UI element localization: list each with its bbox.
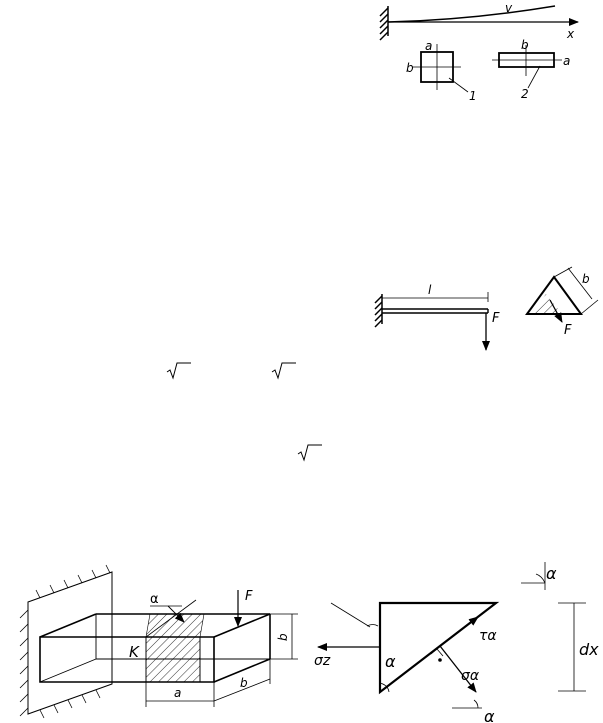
rect-number: 2 (521, 87, 529, 101)
sigma-alpha-label: σα (461, 668, 480, 684)
rect-right-label: a (563, 54, 570, 68)
alpha-top-label: α (546, 564, 557, 583)
alpha-label: α (150, 592, 159, 607)
rectangle-section: b a 2 (492, 38, 570, 101)
force-label: F (492, 311, 500, 326)
wall-support-mid (374, 294, 383, 328)
point-k-label: K (129, 643, 140, 661)
tau-label: τα (479, 628, 497, 644)
deflection-curve (387, 5, 556, 23)
dx-label: dx (579, 640, 599, 659)
triangle-force-label: F (564, 323, 572, 338)
wall-hatched (19, 564, 113, 719)
length-label: l (428, 283, 432, 297)
sigma-alpha-arrow (439, 645, 477, 693)
deflection-diagram: v x (379, 1, 579, 41)
square-left-label: b (406, 61, 414, 75)
tau-arrow (439, 616, 479, 647)
deflection-label: v (505, 1, 513, 15)
square-top-label: a (425, 39, 432, 53)
dim-b-side-label: b (276, 633, 290, 641)
block-force-label: F (245, 589, 253, 604)
alpha-arrow (167, 605, 185, 623)
sigma-z-label: σz (314, 653, 331, 669)
wall-support-top (379, 6, 389, 41)
square-number: 1 (469, 89, 477, 103)
rect-top-label: b (521, 38, 529, 52)
cantilever-diagram: l F (374, 283, 500, 351)
iso-block-diagram: α F K a b b (19, 564, 298, 719)
alpha-inner-label: α (385, 652, 396, 671)
hatched-section (145, 613, 205, 683)
x-axis-label: x (566, 27, 575, 41)
alpha-bottom-label: α (484, 707, 495, 723)
triangle-side-label: b (582, 272, 590, 286)
dx-element: α dx (521, 562, 599, 692)
stress-element: σz α τα σα α (314, 601, 500, 723)
radical-symbols (166, 362, 322, 462)
square-section: a b 1 (406, 39, 477, 103)
dim-a-label: a (174, 686, 181, 700)
triangle-force-arrow (549, 299, 563, 323)
dim-b-bottom-label: b (240, 676, 248, 690)
triangle-section: b F (525, 266, 599, 338)
